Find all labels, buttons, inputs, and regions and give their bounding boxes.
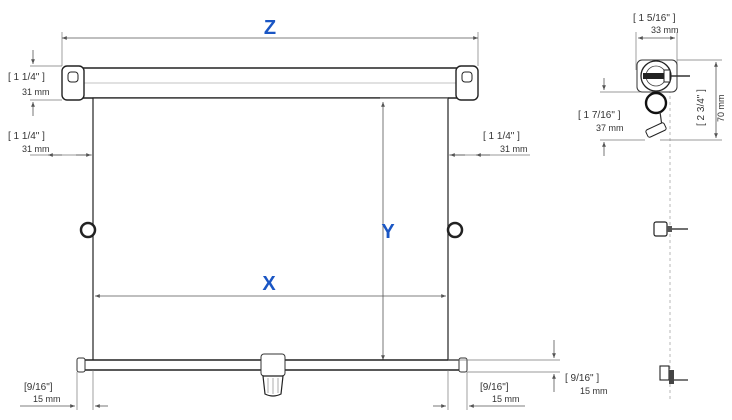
pull-handle-top (260, 353, 286, 377)
bot-right-metric: 15 mm (492, 394, 520, 404)
bot-far-imperial: [ 9/16" ] (565, 373, 599, 384)
end-cap-left (61, 65, 85, 101)
side-drop-imperial: [ 1 7/16" ] (578, 110, 621, 121)
y-label: Y (381, 221, 395, 243)
side-screw-head (663, 69, 671, 83)
side-view: [ 1 5/16" ] 33 mm [ 2 3/4" ] 70 mm [ 1 7… (578, 13, 726, 400)
bot-left-imperial: [9/16"] (24, 382, 53, 393)
mid-left-imperial: [ 1 1/4" ] (8, 131, 45, 142)
side-width-metric: 33 mm (651, 25, 679, 35)
front-view: Z Y X [ 1 1/4" ] (8, 17, 608, 410)
x-label: X (262, 273, 276, 295)
side-hook-right (446, 221, 464, 239)
side-hook-profile (653, 221, 668, 237)
mid-left-metric: 31 mm (22, 144, 50, 154)
side-height-imperial: [ 2 3/4" ] (696, 89, 707, 126)
side-drop-metric: 37 mm (596, 123, 624, 133)
bot-right-imperial: [9/16"] (480, 382, 509, 393)
side-width-imperial: [ 1 5/16" ] (633, 13, 676, 24)
side-bottom-profile (659, 365, 670, 381)
side-lower-circle (644, 91, 668, 115)
mid-right-metric: 31 mm (500, 144, 528, 154)
top-left-imperial: [ 1 1/4" ] (8, 72, 45, 83)
bottom-bar-cap-left (76, 357, 86, 373)
side-roller-label (643, 73, 669, 79)
side-hook-left (79, 221, 97, 239)
side-hook-base (667, 226, 672, 232)
screen-fabric (92, 97, 449, 365)
bottom-bar-cap-right (458, 357, 468, 373)
end-cap-left-slot (67, 71, 79, 83)
side-latch (645, 122, 667, 138)
side-bottom-clip (669, 370, 674, 384)
mid-right-imperial: [ 1 1/4" ] (483, 131, 520, 142)
top-left-metric: 31 mm (22, 87, 50, 97)
z-label: Z (264, 17, 276, 39)
bot-far-metric: 15 mm (580, 386, 608, 396)
end-cap-right-slot (461, 71, 473, 83)
side-height-metric: 70 mm (716, 94, 726, 122)
end-cap-right (455, 65, 479, 101)
bot-left-metric: 15 mm (33, 394, 61, 404)
